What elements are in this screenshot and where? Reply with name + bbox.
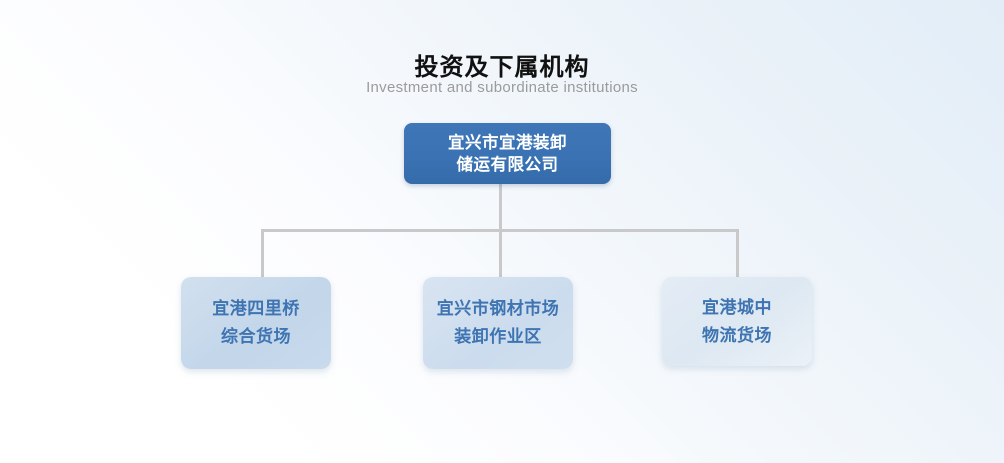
org-node-child2-line1: 宜兴市钢材市场 — [436, 299, 560, 318]
org-node-root: 宜兴市宜港装卸 储运有限公司 — [404, 123, 611, 184]
org-node-child1-line2: 综合货场 — [221, 327, 291, 346]
connector-root-stem — [499, 184, 502, 231]
org-node-root-line2: 储运有限公司 — [456, 155, 559, 174]
org-node-child3-line1: 宜港城中 — [702, 297, 772, 317]
connector-drop-left — [261, 229, 264, 278]
org-node-child1-line1: 宜港四里桥 — [212, 299, 300, 318]
org-node-child2-line2: 装卸作业区 — [454, 327, 542, 346]
connector-drop-mid — [499, 229, 502, 278]
org-node-child-silidu-yard: 宜港四里桥 综合货场 — [181, 277, 331, 369]
page-title: 投资及下属机构 — [414, 54, 590, 81]
connector-drop-right — [736, 229, 739, 278]
org-node-root-line1: 宜兴市宜港装卸 — [448, 133, 567, 152]
page-subtitle: Investment and subordinate institutions — [366, 79, 638, 96]
org-node-child3-line2: 物流货场 — [702, 325, 772, 345]
org-node-child-steel-market: 宜兴市钢材市场 装卸作业区 — [423, 277, 573, 369]
org-node-child-logistics-yard: 宜港城中 物流货场 — [662, 277, 812, 366]
